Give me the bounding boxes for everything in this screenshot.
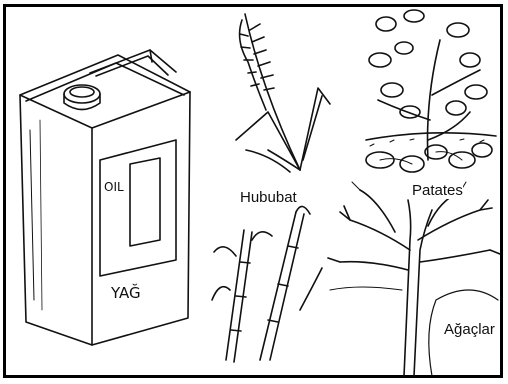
can-label-oil: OIL bbox=[104, 180, 124, 194]
caption-patates: Patates bbox=[412, 182, 463, 199]
caption-hububat: Hububat bbox=[240, 189, 297, 206]
trees-drawing bbox=[328, 182, 500, 376]
can-label-yag: YAĞ bbox=[111, 284, 141, 302]
wheat-drawing bbox=[236, 14, 330, 172]
sugarcane-drawing bbox=[212, 206, 322, 362]
potato-plant-drawing bbox=[366, 10, 496, 172]
caption-agaclar: Ağaçlar bbox=[444, 321, 495, 338]
oil-can-drawing bbox=[20, 50, 190, 345]
